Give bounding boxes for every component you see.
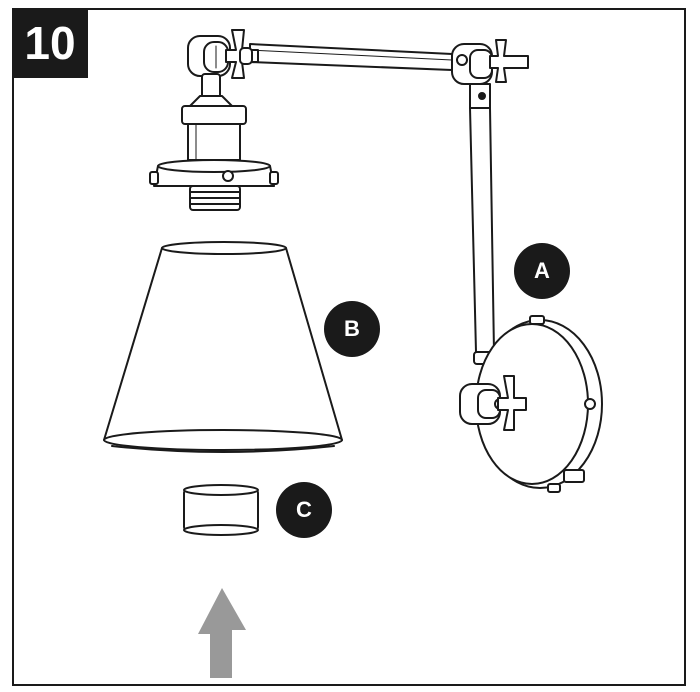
lamp-shade [103,241,343,453]
step-number-badge: 10 [12,8,88,78]
threaded-socket [189,185,241,211]
socket-cup [181,105,247,161]
diagram-frame [12,8,686,686]
vertical-arm [469,83,495,365]
label-c: C [276,482,332,538]
label-b: B [324,301,380,357]
right-swivel-knob [451,39,529,85]
lower-swivel-knob [459,375,527,431]
horizontal-arm [249,43,453,71]
label-a: A [514,243,570,299]
socket-stem [189,73,233,107]
left-swivel-knob [187,29,259,79]
shade-ring [183,484,259,536]
socket-flange [149,159,279,187]
wall-canopy [475,315,603,493]
up-arrow-icon [198,588,246,678]
